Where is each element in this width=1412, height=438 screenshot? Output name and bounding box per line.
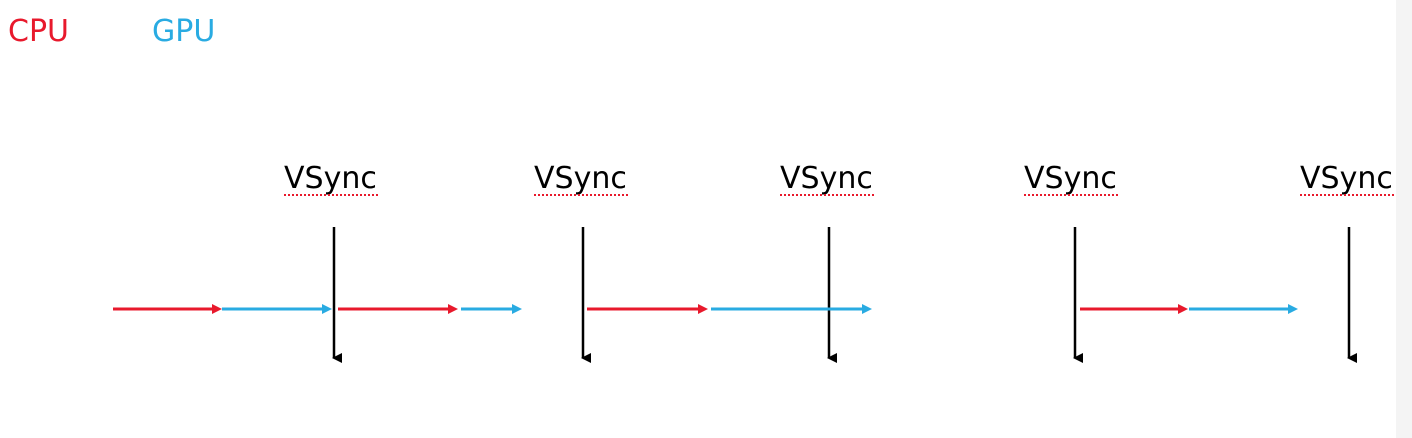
- vsync-label: VSync: [1024, 161, 1117, 196]
- gpu-arrow: [711, 304, 872, 314]
- right-edge-strip: [1396, 0, 1412, 438]
- vsync-label: VSync: [780, 161, 873, 196]
- cpu-arrow: [1080, 304, 1188, 314]
- vsync-label: VSync: [1300, 161, 1393, 196]
- legend-gpu: GPU: [152, 14, 216, 49]
- cpu-arrow: [113, 304, 222, 314]
- vsync-label: VSync: [284, 161, 377, 196]
- cpu-arrow: [338, 304, 458, 314]
- vsync-label: VSync: [534, 161, 627, 196]
- cpu-arrow: [587, 304, 708, 314]
- gpu-arrow: [1189, 304, 1298, 314]
- gpu-arrow: [461, 304, 522, 314]
- gpu-arrow: [222, 304, 332, 314]
- legend-cpu: CPU: [8, 14, 69, 49]
